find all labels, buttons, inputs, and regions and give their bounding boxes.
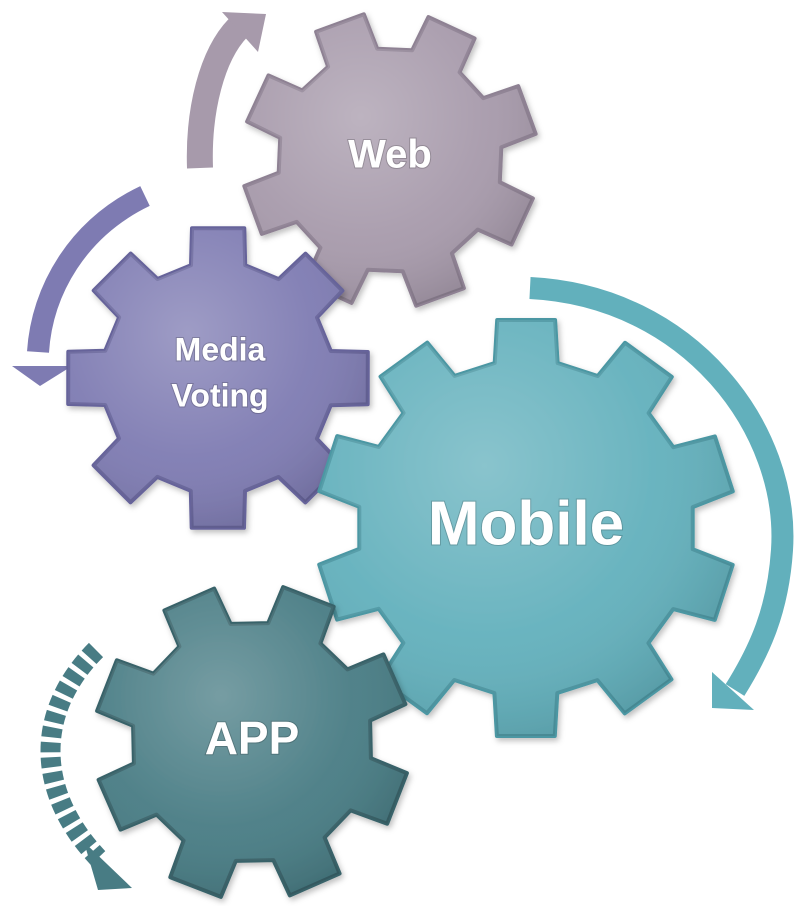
mobile-gear: Mobile — [317, 318, 735, 738]
web-gear-label: Web — [348, 133, 432, 177]
media-voting-arrow — [12, 186, 150, 386]
media-voting-gear-label-line2: Voting — [171, 377, 268, 413]
media-voting-gear-label-line1: Media — [175, 331, 266, 367]
web-arrow — [186, 12, 266, 169]
mobile-arrow — [529, 277, 794, 710]
app-gear: APP — [95, 585, 409, 899]
app-gear-label: APP — [205, 712, 300, 764]
mobile-gear-label: Mobile — [428, 489, 624, 558]
web-gear: Web — [242, 12, 538, 308]
app-arrow — [40, 642, 132, 890]
media-voting-gear: Media Voting — [66, 226, 370, 530]
